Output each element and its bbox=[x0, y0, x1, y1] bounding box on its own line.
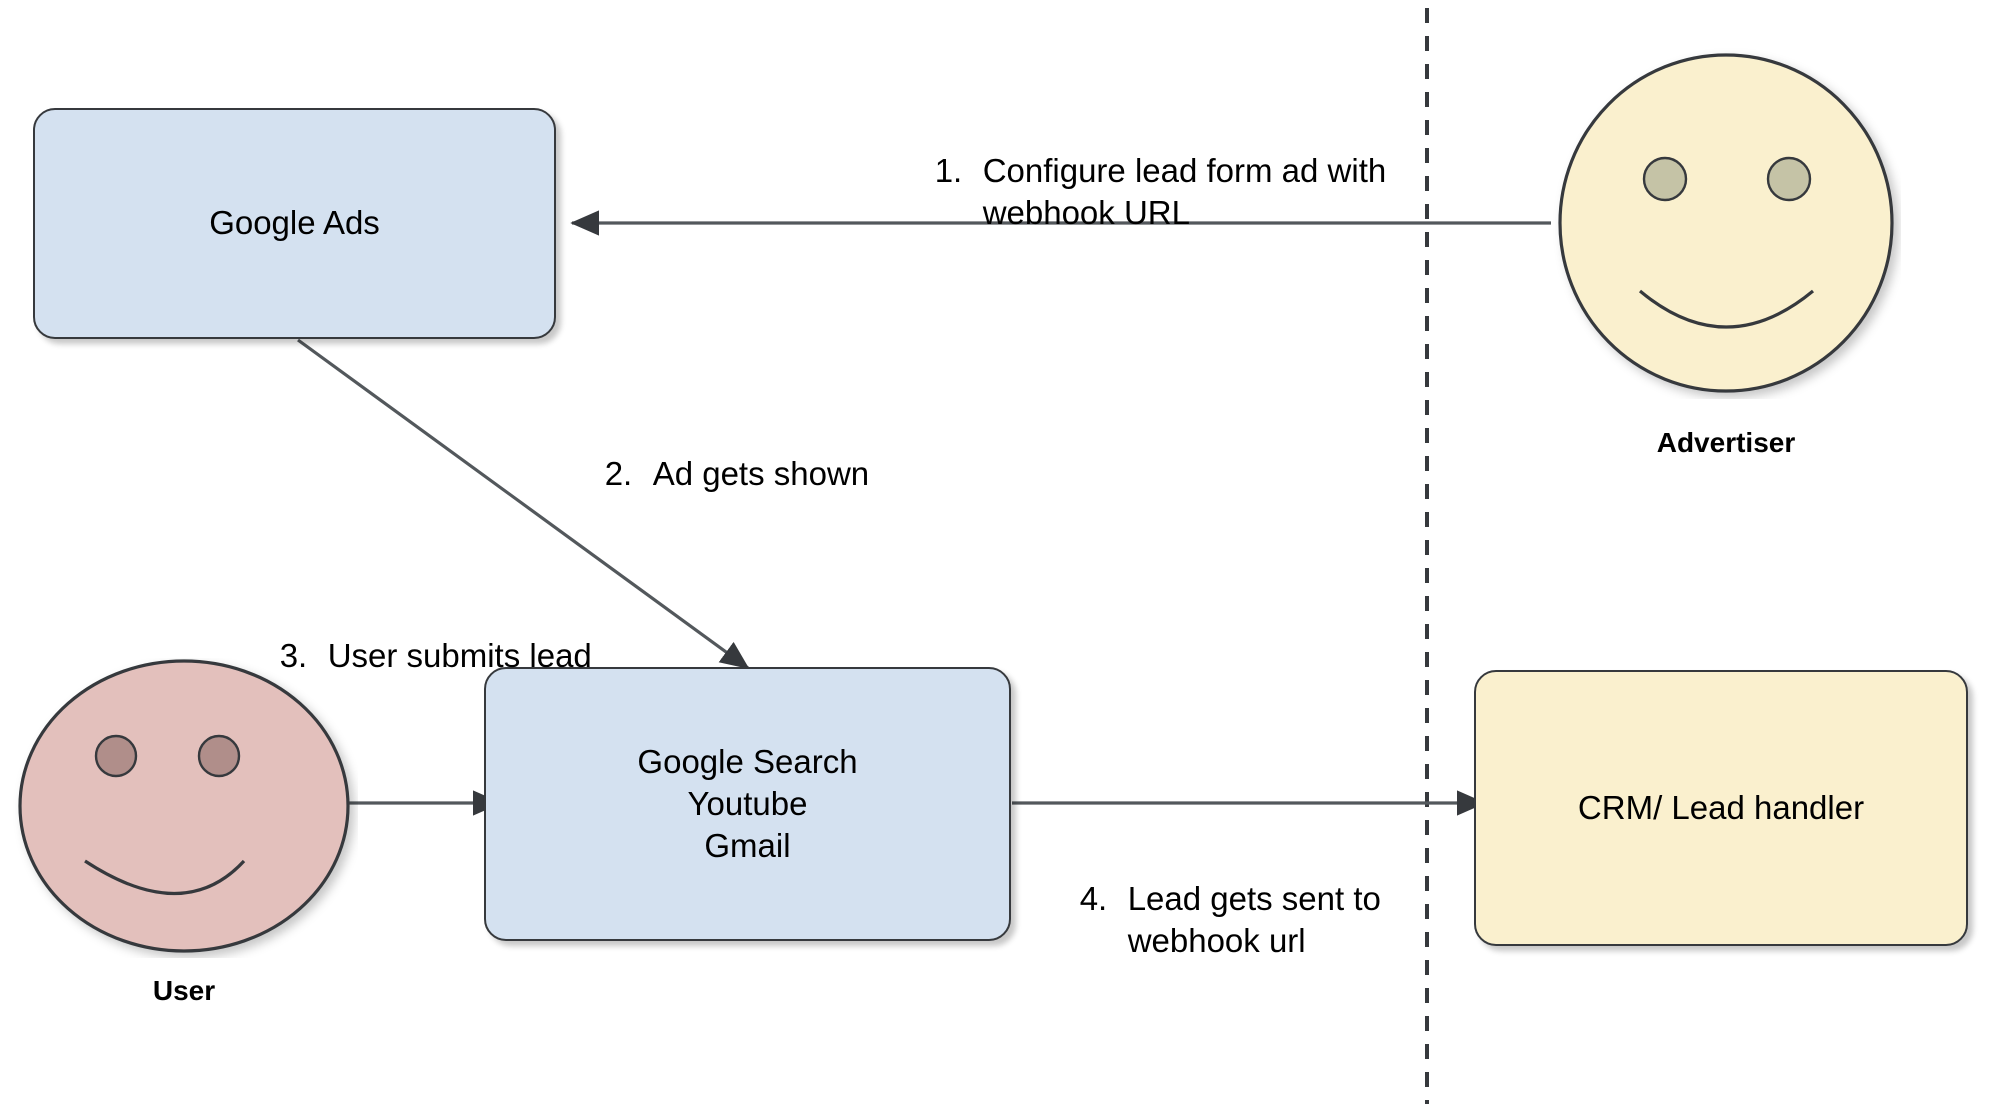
edge-label-step-4: 4. Lead gets sent to webhook url bbox=[1043, 836, 1381, 1005]
smile-icon bbox=[84, 859, 246, 896]
node-crm-lead-handler[interactable]: CRM/ Lead handler bbox=[1474, 670, 1968, 946]
actor-advertiser[interactable]: Advertiser bbox=[1551, 47, 1901, 458]
edge-label-step-3-text: User submits lead bbox=[327, 637, 592, 675]
smile-icon bbox=[1638, 289, 1815, 329]
actor-user-caption: User bbox=[152, 975, 216, 1006]
edge-label-step-4-text: Lead gets sent to webhook url bbox=[1127, 880, 1381, 960]
edge-label-step-3: 3. User submits lead bbox=[243, 593, 592, 720]
actor-user[interactable]: User bbox=[10, 658, 358, 1058]
edge-label-step-1-text: Configure lead form ad with webhook URL bbox=[982, 152, 1387, 232]
eye-right-icon bbox=[1766, 156, 1812, 202]
node-google-surfaces[interactable]: Google Search Youtube Gmail bbox=[484, 667, 1011, 941]
smiley-face-icon bbox=[1558, 53, 1894, 393]
edge-label-step-3-number: 3. bbox=[279, 637, 308, 675]
eye-right-icon bbox=[197, 734, 241, 778]
edge-label-step-2-text: Ad gets shown bbox=[652, 455, 870, 493]
edge-label-step-2-number: 2. bbox=[604, 455, 633, 493]
node-google-ads[interactable]: Google Ads bbox=[33, 108, 556, 339]
edge-label-step-1: 1. Configure lead form ad with webhook UR… bbox=[898, 108, 1387, 277]
node-google-surfaces-label: Google Search Youtube Gmail bbox=[637, 742, 858, 865]
eye-left-icon bbox=[94, 734, 138, 778]
node-google-ads-label: Google Ads bbox=[209, 204, 380, 242]
eye-left-icon bbox=[1642, 156, 1688, 202]
edge-label-step-1-number: 1. bbox=[934, 152, 963, 190]
edge-label-step-2: 2. Ad gets shown bbox=[568, 411, 869, 538]
smiley-face-icon bbox=[18, 659, 350, 953]
edge-label-step-4-number: 4. bbox=[1079, 880, 1108, 918]
node-crm-lead-handler-label: CRM/ Lead handler bbox=[1577, 788, 1865, 826]
actor-advertiser-caption: Advertiser bbox=[1656, 427, 1796, 458]
